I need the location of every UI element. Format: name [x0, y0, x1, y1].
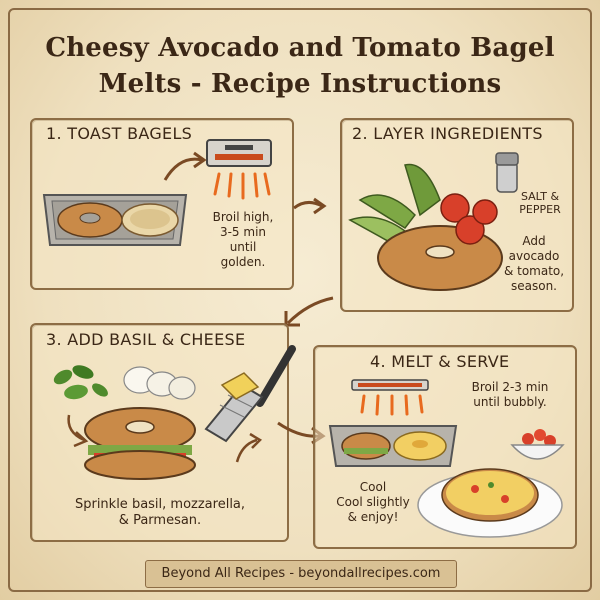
salt-pepper-label-line: PEPPER	[519, 203, 561, 216]
step-4-note-top: Broil 2-3 min until bubbly.	[455, 380, 565, 410]
step-2-note-line: & tomato,	[503, 264, 565, 278]
footer-banner: Beyond All Recipes - beyondallrecipes.co…	[145, 560, 457, 588]
plate-icon	[417, 468, 563, 538]
baking-tray-icon	[328, 425, 458, 467]
salt-pepper-label: SALT & PEPPER	[510, 190, 570, 216]
step-3-note-line: Sprinkle basil, mozzarella,	[74, 497, 246, 512]
step-2-note: Add avocado & tomato, season.	[500, 234, 568, 294]
step-1-title: 1. TOAST BAGELS	[46, 124, 193, 143]
grater-icon	[204, 345, 296, 443]
arrow-icon	[163, 151, 207, 181]
arrow-icon	[235, 432, 263, 463]
arrow-icon	[67, 414, 89, 448]
tomato-bowl-icon	[510, 429, 565, 460]
step-1-note-line: golden.	[220, 255, 266, 269]
step-2-title: 2. LAYER INGREDIENTS	[352, 124, 543, 143]
step-3-note-line: & Parmesan.	[118, 513, 202, 528]
title-line-1: Cheesy Avocado and Tomato Bagel	[45, 33, 555, 63]
broiler-icon	[351, 379, 429, 416]
step-4-note-top-line: until bubbly.	[473, 395, 547, 409]
baking-tray-icon	[42, 194, 188, 246]
page-frame	[8, 8, 592, 592]
step-2-note-line: Add	[522, 234, 546, 248]
salt-pepper-label-line: SALT &	[520, 190, 560, 203]
step-4-title: 4. MELT & SERVE	[370, 352, 510, 371]
step-3-title: 3. ADD BASIL & CHEESE	[46, 330, 246, 349]
step-2-note-line: avocado	[508, 249, 560, 263]
mozzarella-slices-icon	[123, 366, 196, 400]
step-4-note-top-line: Broil 2-3 min	[471, 380, 549, 394]
step-4-note-bottom-line: Cool slightly	[336, 495, 410, 509]
step-1-note-line: Broil high,	[212, 210, 274, 224]
step-4-note-bottom-line: Cool	[359, 480, 387, 494]
step-3-note: Sprinkle basil, mozzarella, & Parmesan.	[40, 497, 280, 529]
title-line-2: Melts - Recipe Instructions	[98, 69, 502, 99]
step-1-note-line: 3-5 min	[219, 225, 267, 239]
step-4-note-bottom-line: & enjoy!	[347, 510, 399, 524]
step-4-note-bottom: Cool Cool slightly & enjoy!	[318, 480, 428, 525]
salt-shaker-icon	[495, 152, 519, 193]
arrow-icon	[293, 197, 327, 215]
step-1-note-line: until	[229, 240, 257, 254]
basil-leaves-icon	[53, 365, 108, 400]
broiler-icon	[206, 139, 272, 200]
bagel-with-avocado-icon	[348, 163, 503, 291]
step-2-note-line: season.	[510, 279, 557, 293]
page-title: Cheesy Avocado and Tomato Bagel Melts - …	[20, 30, 580, 102]
step-1-note: Broil high, 3-5 min until golden.	[208, 210, 278, 270]
assembled-bagel-icon	[84, 407, 196, 480]
